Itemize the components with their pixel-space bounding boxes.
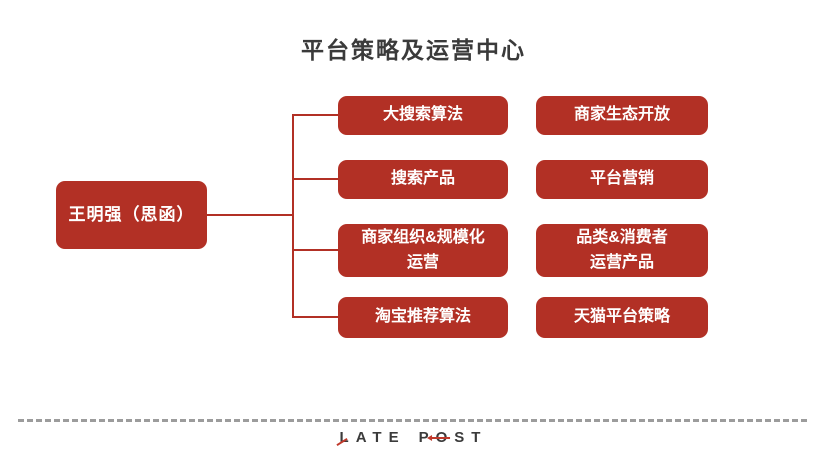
org-node-root: 王明强（思函） xyxy=(56,181,207,249)
org-node-label: 搜索产品 xyxy=(390,170,455,188)
connector-branch-row4 xyxy=(294,316,338,318)
logo-letter-o: O xyxy=(426,429,455,446)
dashed-divider xyxy=(18,419,807,422)
org-node-label: 商家组织&规模化 xyxy=(361,228,485,246)
logo-text-p: P xyxy=(419,429,436,446)
org-node-col2-row1: 商家生态开放 xyxy=(536,96,708,135)
logo-text-st: ST xyxy=(454,429,488,446)
logo-o-clockhand-accent xyxy=(426,434,450,441)
connector-root-to-trunk xyxy=(207,214,292,216)
org-node-label: 大搜索算法 xyxy=(382,106,463,124)
org-node-col2-row2: 平台营销 xyxy=(536,160,708,199)
org-node-col1-row1: 大搜索算法 xyxy=(338,96,508,135)
connector-trunk-vertical xyxy=(292,114,294,318)
org-node-col1-row4: 淘宝推荐算法 xyxy=(338,297,508,338)
org-node-label: 淘宝推荐算法 xyxy=(374,308,471,326)
org-node-label: 运营产品 xyxy=(589,253,654,271)
org-node-root-label: 王明强（思函） xyxy=(68,204,195,224)
org-node-col1-row2: 搜索产品 xyxy=(338,160,508,199)
org-node-label: 天猫平台策略 xyxy=(573,308,670,326)
org-node-label: 商家生态开放 xyxy=(573,106,670,124)
org-node-col1-row3: 商家组织&规模化 运营 xyxy=(338,224,508,277)
page-title: 平台策略及运营中心 xyxy=(301,37,526,63)
org-node-col2-row3: 品类&消费者 运营产品 xyxy=(536,224,708,277)
connector-branch-row2 xyxy=(294,178,338,180)
connector-branch-row3 xyxy=(294,249,338,251)
connector-branch-row1 xyxy=(294,114,338,116)
logo-letter-l: L xyxy=(335,429,356,447)
org-node-label: 平台营销 xyxy=(589,170,654,188)
org-node-col2-row4: 天猫平台策略 xyxy=(536,297,708,338)
org-node-label: 品类&消费者 xyxy=(576,228,668,246)
logo-text: L xyxy=(339,429,356,446)
org-node-label: 运营 xyxy=(406,253,439,271)
logo-text-ate: ATE xyxy=(355,429,406,446)
